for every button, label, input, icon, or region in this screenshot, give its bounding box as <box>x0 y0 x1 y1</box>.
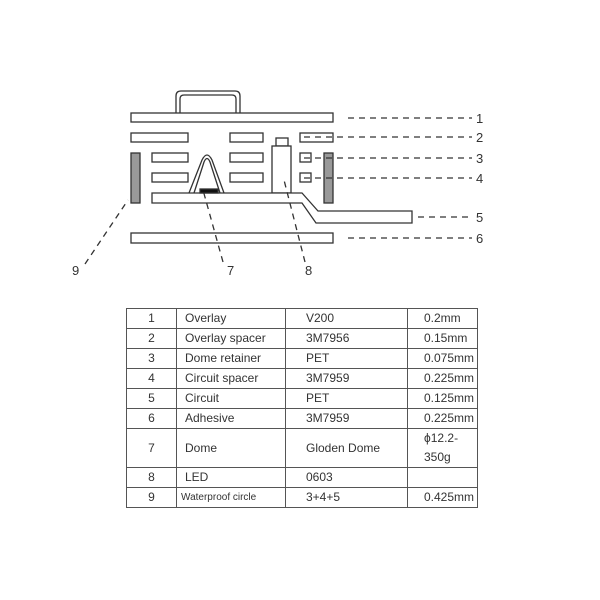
led <box>271 137 292 194</box>
material: 3M7959 <box>285 408 408 429</box>
material: 3M7956 <box>285 328 408 349</box>
layer-6-adhesive <box>130 232 334 244</box>
overlay-embossed-key <box>175 90 241 113</box>
material: PET <box>285 348 408 369</box>
callout-7: 7 <box>227 263 234 278</box>
layer-stack-diagram: 1 2 3 4 5 6 7 8 9 <box>72 90 483 278</box>
layer-5-circuit <box>151 192 413 224</box>
thickness: ϕ12.2-350g <box>407 428 478 468</box>
layer-name: Dome <box>176 428 286 468</box>
thickness: 0.15mm <box>407 328 478 349</box>
material: Gloden Dome <box>285 428 408 468</box>
thickness: 0.425mm <box>407 487 478 508</box>
dome-contact <box>199 188 219 194</box>
material: 3M7959 <box>285 368 408 389</box>
callout-4: 4 <box>476 171 483 186</box>
callout-6: 6 <box>476 231 483 246</box>
metal-dome <box>188 154 225 194</box>
layer-name: LED <box>176 467 286 488</box>
layer-name: Circuit spacer <box>176 368 286 389</box>
thickness: 0.075mm <box>407 348 478 369</box>
material: PET <box>285 388 408 409</box>
material: 0603 <box>285 467 408 488</box>
row-number: 2 <box>126 328 177 349</box>
row-number: 1 <box>126 308 177 329</box>
callout-2: 2 <box>476 130 483 145</box>
callout-9: 9 <box>72 263 79 278</box>
layer-name: Adhesive <box>176 408 286 429</box>
layer-name: Overlay <box>176 308 286 329</box>
thickness: 0.225mm <box>407 408 478 429</box>
row-number: 4 <box>126 368 177 389</box>
thickness: 0.2mm <box>407 308 478 329</box>
thickness: 0.125mm <box>407 388 478 409</box>
callout-5: 5 <box>476 210 483 225</box>
row-number: 5 <box>126 388 177 409</box>
layer-name: Circuit <box>176 388 286 409</box>
callout-1: 1 <box>476 111 483 126</box>
callout-8: 8 <box>305 263 312 278</box>
material: V200 <box>285 308 408 329</box>
callout-3: 3 <box>476 151 483 166</box>
row-number: 6 <box>126 408 177 429</box>
material: 3+4+5 <box>285 487 408 508</box>
thickness: 0.225mm <box>407 368 478 389</box>
row-number: 8 <box>126 467 177 488</box>
layer-name: Waterproof circle <box>176 487 286 508</box>
layer-name: Dome retainer <box>176 348 286 369</box>
row-number: 9 <box>126 487 177 508</box>
layer-name: Overlay spacer <box>176 328 286 349</box>
leader-lines <box>84 117 472 265</box>
row-number: 3 <box>126 348 177 369</box>
layer-1-overlay <box>130 112 334 123</box>
thickness <box>407 467 478 488</box>
waterproof-ring-left <box>130 152 141 204</box>
row-number: 7 <box>126 428 177 468</box>
layer-2-overlay-spacer <box>130 132 334 143</box>
